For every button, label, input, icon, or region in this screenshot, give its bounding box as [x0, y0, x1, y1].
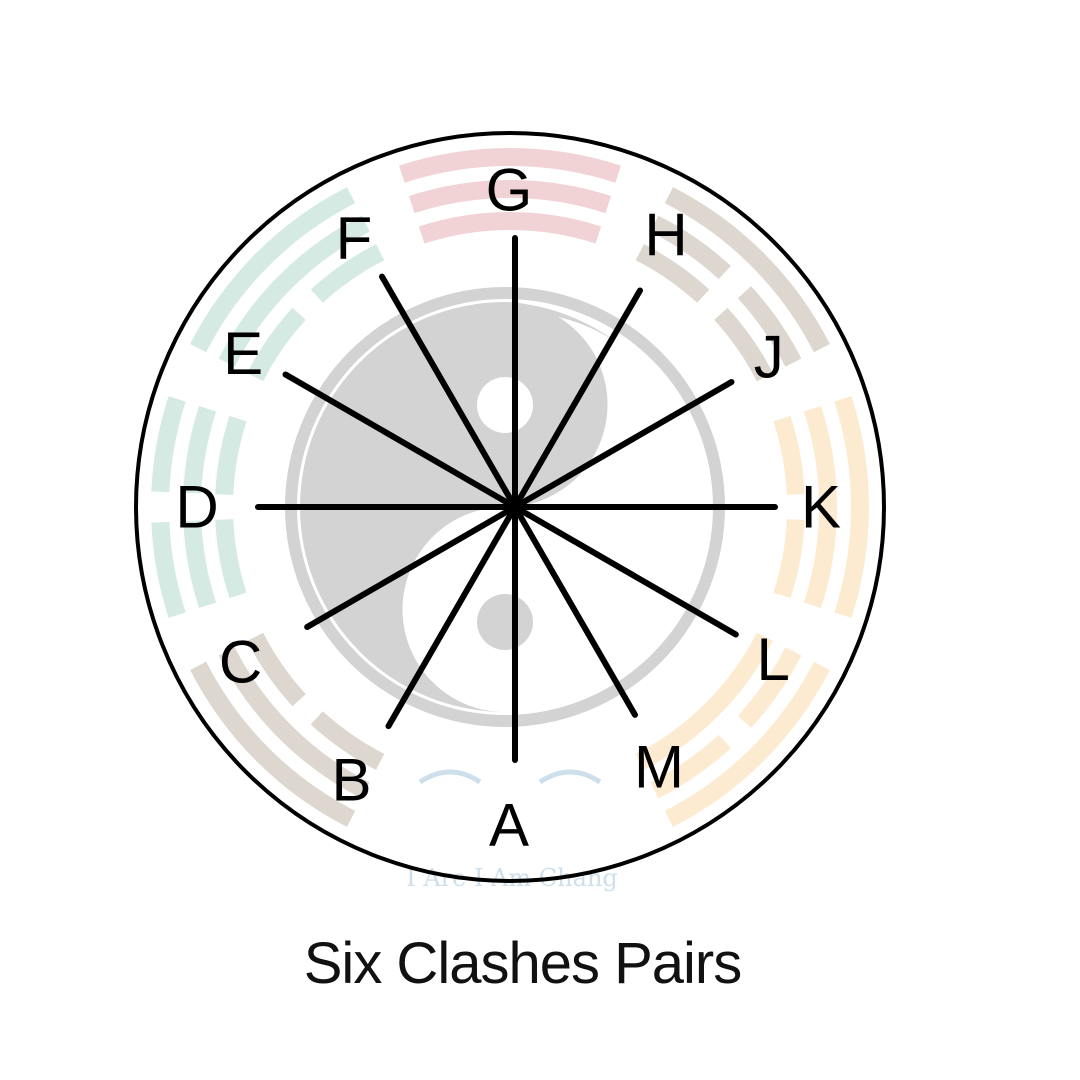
spoke-j: [512, 379, 735, 510]
branch-labels: A B C D E F G HJ K L M: [175, 157, 841, 859]
trigram: [635, 632, 830, 827]
watermark-text: I Are I Am Chang: [406, 864, 618, 892]
label-j: J: [754, 324, 784, 391]
label-f: F: [336, 205, 373, 272]
bagua-trigrams: [151, 148, 869, 827]
trigram-bar: [737, 286, 802, 367]
yin-yang-dark-dot: [477, 594, 533, 650]
spoke-m: [512, 504, 638, 718]
trigram-bar: [773, 518, 805, 599]
yin-yang-tail: [505, 302, 618, 343]
trigram-bar: [714, 307, 773, 382]
spoke-h: [512, 287, 643, 510]
spoke-b: [385, 504, 518, 730]
trigram-bar: [664, 187, 830, 353]
trigram: [190, 187, 385, 382]
clash-lines: [255, 235, 778, 763]
watermark-wave: [418, 769, 602, 785]
label-e: E: [223, 320, 263, 387]
label-d: D: [175, 474, 218, 541]
trigram-bar: [418, 212, 602, 244]
spoke-l: [512, 504, 739, 638]
trigram-bar: [247, 632, 306, 707]
trigram-bar: [183, 405, 217, 494]
spoke-e: [282, 371, 518, 510]
trigram-bar: [650, 215, 731, 280]
trigram-bar: [183, 520, 217, 609]
trigram: [151, 396, 247, 618]
trigram-bar: [635, 632, 773, 770]
diagram-title: Six Clashes Pairs: [303, 931, 742, 996]
label-k: K: [801, 474, 841, 541]
trigram-bar: [190, 661, 356, 827]
trigram-bar: [310, 711, 385, 770]
trigram-bar: [803, 405, 837, 609]
trigram: [190, 632, 385, 827]
trigram-bar: [737, 647, 802, 728]
trigram-bar: [399, 148, 621, 183]
spoke-f: [379, 273, 518, 510]
trigram-bar: [664, 661, 830, 827]
trigram-bar: [215, 518, 247, 599]
label-g: G: [486, 157, 533, 224]
trigram-bar: [218, 647, 370, 799]
trigram-bar: [151, 396, 186, 493]
trigram: [399, 148, 621, 244]
trigram-bar: [834, 396, 869, 618]
label-c: C: [219, 629, 262, 696]
trigram-bar: [215, 415, 247, 496]
label-l: L: [756, 626, 789, 693]
label-b: B: [331, 746, 371, 813]
outer-circle: [134, 131, 886, 883]
trigram-bar: [635, 244, 710, 303]
trigram-bar: [218, 215, 370, 367]
trigram-bar: [650, 734, 731, 799]
trigram-bar: [247, 307, 306, 382]
spoke-c: [304, 504, 518, 630]
trigram-bar: [151, 521, 186, 618]
trigram-bar: [773, 415, 805, 496]
trigram: [635, 187, 830, 382]
label-a: A: [489, 792, 529, 859]
trigram-bar: [190, 187, 356, 353]
watermark: I Are I Am Chang: [406, 769, 618, 892]
trigram-bar: [408, 180, 612, 214]
label-m: M: [634, 733, 684, 800]
label-h: H: [644, 202, 687, 269]
trigram-bar: [310, 244, 385, 303]
yin-yang-white-dot: [477, 377, 533, 433]
trigram: [773, 396, 869, 618]
